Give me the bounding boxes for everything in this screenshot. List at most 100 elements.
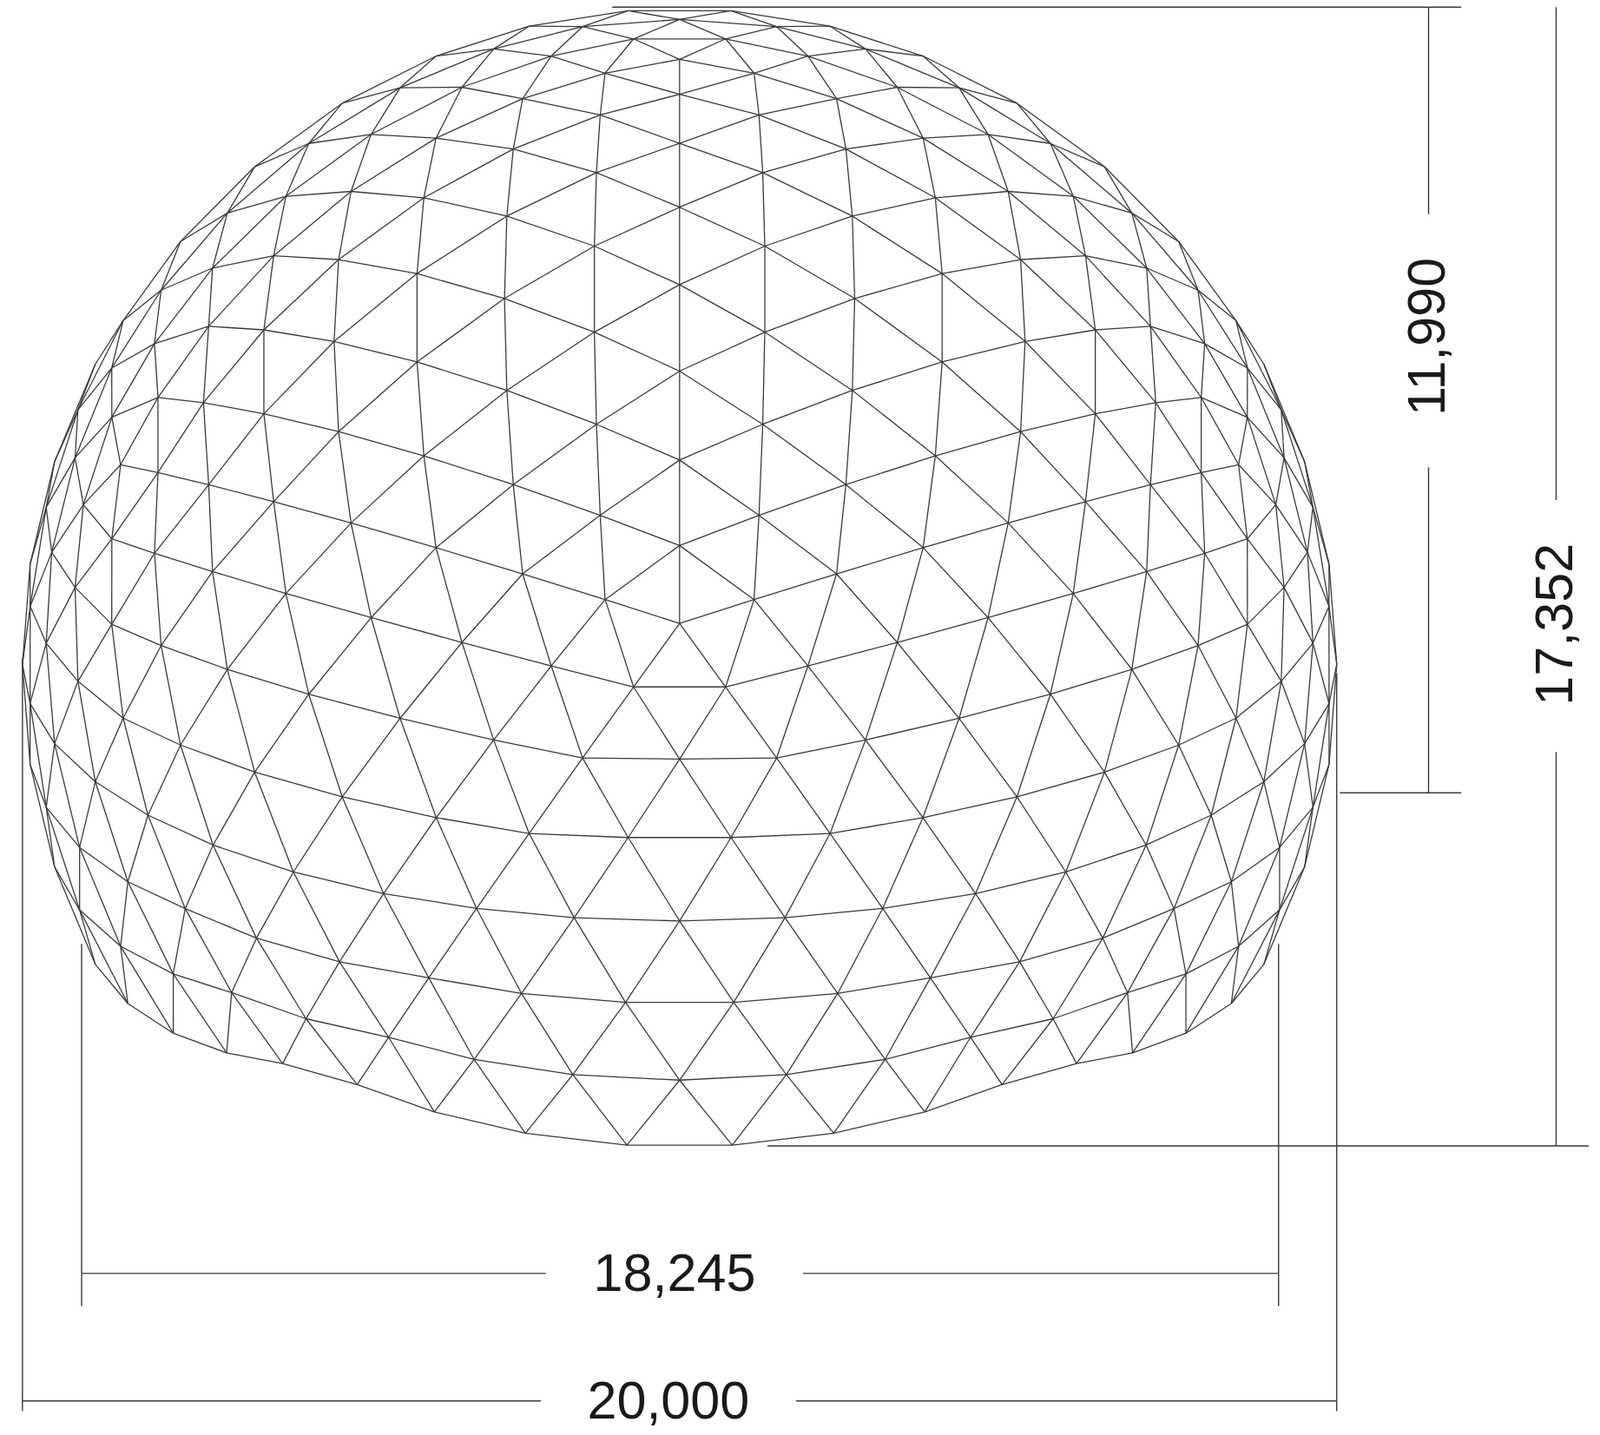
dome-strut <box>959 87 1018 104</box>
dome-strut <box>1085 256 1151 327</box>
dome-strut <box>679 757 777 759</box>
dome-strut <box>678 460 680 546</box>
dome-strut <box>522 72 606 99</box>
dome-strut <box>1247 368 1284 458</box>
dome-strut <box>338 191 351 261</box>
dome-strut <box>776 757 831 834</box>
dome-strut <box>1201 472 1205 554</box>
dome-strut <box>416 273 505 299</box>
dome-strut <box>46 643 79 682</box>
dome-strut <box>678 59 680 94</box>
dome-strut <box>1211 781 1265 816</box>
dome-strut <box>184 908 257 939</box>
dome-strut <box>1145 744 1179 845</box>
dome-strut <box>930 893 976 978</box>
dome-strut <box>78 681 96 783</box>
dome-strut <box>679 545 755 600</box>
dome-strut <box>416 362 507 391</box>
dome-strut <box>551 599 606 666</box>
dome-strut <box>1132 974 1186 1054</box>
dome-strut <box>725 686 777 758</box>
dome-strut <box>959 694 1051 719</box>
dome-strut <box>1304 763 1330 867</box>
dome-strut <box>506 390 597 425</box>
dome-strut <box>1050 593 1074 695</box>
dome-strut <box>342 717 401 797</box>
dome-strut <box>1155 397 1201 403</box>
dome-strut <box>730 10 777 27</box>
dome-strut <box>922 796 1017 818</box>
dome-strut <box>474 993 522 1060</box>
dome-strut <box>22 564 31 665</box>
dome-strut <box>30 703 47 808</box>
dome-strut <box>930 961 1021 978</box>
dome-strut <box>435 138 514 149</box>
dome-strut <box>763 246 765 333</box>
dome-strut <box>1246 539 1248 625</box>
dome-strut <box>434 1112 526 1134</box>
dome-strut <box>83 417 112 506</box>
dome-strut <box>400 717 437 817</box>
dome-strut <box>1132 669 1179 745</box>
dome-strut <box>158 402 204 474</box>
dome-strut <box>730 837 785 918</box>
dome-strut <box>959 717 1018 797</box>
dome-strut <box>551 39 634 57</box>
dome-strut <box>1238 464 1248 539</box>
dome-strut <box>305 961 340 1020</box>
dome-strut <box>679 332 765 372</box>
dome-strut <box>754 72 760 115</box>
dome-strut <box>46 506 52 553</box>
dome-strut <box>1007 431 1021 523</box>
dome-strut <box>52 504 84 553</box>
dome-strut <box>400 717 494 740</box>
dome-strut <box>1247 417 1277 506</box>
dome-strut <box>733 1002 787 1075</box>
dome-strut <box>922 138 1008 191</box>
dome-strut <box>763 149 847 173</box>
dome-strut <box>52 552 76 588</box>
dome-strut <box>596 114 600 172</box>
dome-strut <box>1050 143 1133 213</box>
dome-strut <box>95 781 128 882</box>
dome-strut <box>1104 166 1179 242</box>
dome-strut <box>75 504 85 587</box>
dome-strut <box>309 617 372 694</box>
dome-strut <box>922 138 935 198</box>
dome-strut <box>605 545 680 600</box>
dome-strut <box>808 573 837 666</box>
dome-strut <box>837 993 886 1060</box>
dome-strut <box>594 332 680 372</box>
dome-strut <box>212 196 287 269</box>
dome-strut <box>599 114 679 144</box>
dome-strut <box>1247 417 1284 459</box>
dome-strut <box>513 98 523 150</box>
dome-strut <box>1178 645 1199 746</box>
dome-strut <box>79 781 96 848</box>
dome-strut <box>882 817 923 909</box>
dome-strut <box>95 717 124 782</box>
dome-strut <box>922 522 1008 547</box>
dome-strut <box>208 484 274 502</box>
dome-strut <box>882 893 976 909</box>
dome-strut <box>633 686 726 688</box>
dome-strut <box>987 522 1008 618</box>
dome-strut <box>350 455 424 523</box>
dome-strut <box>678 143 680 208</box>
dome-strut <box>521 993 626 1002</box>
dome-strut <box>263 341 335 414</box>
dome-strut <box>423 149 514 198</box>
dome-strut <box>959 617 988 718</box>
dome-strut <box>528 833 574 918</box>
dome-strut <box>975 871 1067 894</box>
dome-strut <box>1095 414 1152 486</box>
dome-strut <box>1283 552 1308 588</box>
dome-strut <box>161 571 213 646</box>
dome-strut <box>1283 457 1308 553</box>
dome-strut <box>934 197 942 274</box>
dome-strut <box>679 1079 733 1146</box>
dome-strut <box>370 617 400 718</box>
dome-strut <box>1001 1018 1054 1085</box>
dome-strut <box>733 917 785 1002</box>
dome-strut <box>922 817 976 894</box>
